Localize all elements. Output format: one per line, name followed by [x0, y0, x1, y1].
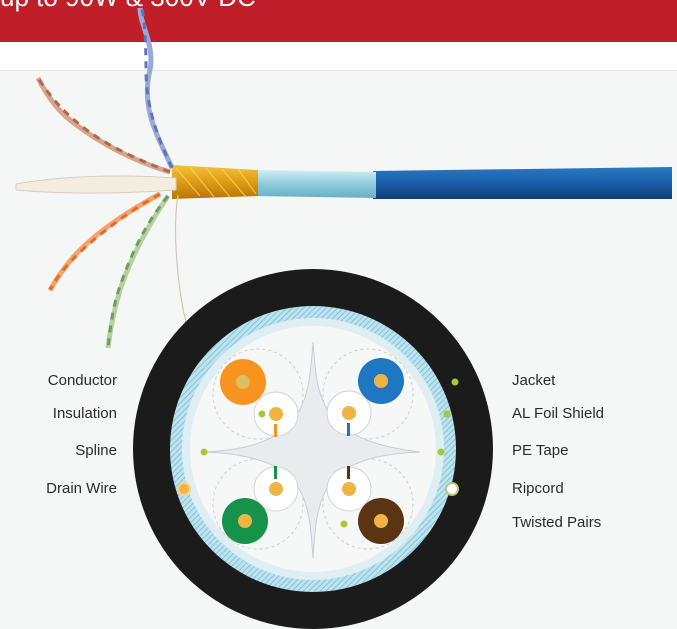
drain-wire-side — [176, 195, 186, 322]
twisted-pair-blue-side — [140, 8, 172, 168]
braid-side — [172, 165, 258, 199]
label-al-foil-shield: AL Foil Shield — [512, 405, 604, 422]
label-drain-wire: Drain Wire — [7, 480, 117, 497]
label-ripcord: Ripcord — [512, 480, 564, 497]
label-twisted-pairs: Twisted Pairs — [512, 514, 601, 531]
drain-wire — [178, 483, 190, 495]
label-insulation: Insulation — [7, 405, 117, 422]
ripcord — [446, 483, 458, 495]
label-spline: Spline — [7, 442, 117, 459]
cross-section — [133, 269, 493, 629]
label-conductor: Conductor — [7, 372, 117, 389]
foil-shield-side — [256, 170, 376, 198]
label-jacket: Jacket — [512, 372, 555, 389]
twisted-pair-orange-side — [50, 194, 160, 290]
twisted-pair-brown-side — [38, 78, 170, 172]
outer-jacket-side — [373, 167, 672, 199]
white-filler-side — [16, 176, 176, 193]
label-pe-tape: PE Tape — [512, 442, 568, 459]
